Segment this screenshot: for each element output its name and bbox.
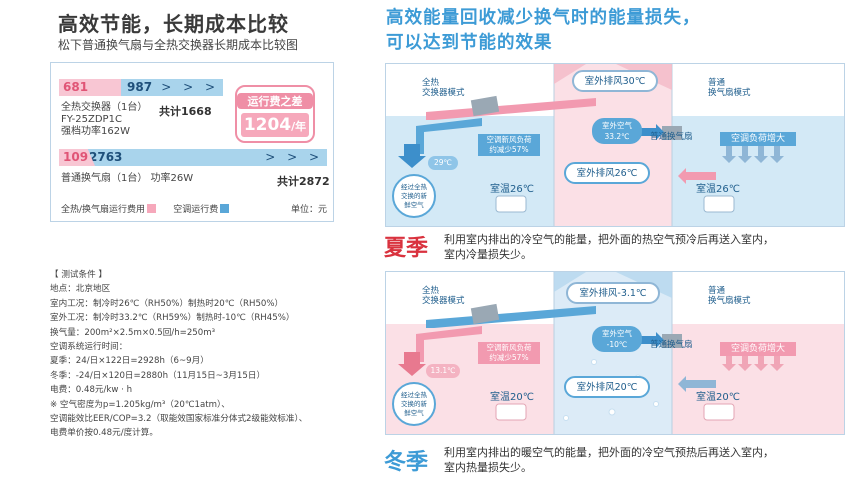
page-title: 高效节能，长期成本比较	[58, 12, 289, 36]
summer-fan-mode-label: 普通 换气扇模式	[708, 78, 751, 98]
test-condition-line: 换气量：200m²×2.5m×0.5回/h=250m³	[50, 327, 216, 338]
winter-ac-load-reduce: 空调新风负荷 约减少57%	[478, 342, 540, 364]
winter-room-temp-right: 室温20℃	[696, 392, 740, 403]
legend-fan-label: 全热/换气扇运行费用	[61, 205, 146, 215]
summer-indoor-exhaust-bubble: 室外排风26℃	[564, 162, 650, 184]
erv-model: FY-25ZDP1C	[61, 114, 122, 125]
erv-ac-cost-value: 987	[127, 80, 153, 94]
fan-ac-cost-segment: 2763	[83, 149, 327, 166]
winter-outdoor-exhaust-bubble: 室外排风-3.1℃	[566, 282, 660, 304]
fan-total: 共计2872	[277, 175, 330, 188]
test-condition-line: 电费：0.48元/kw · h	[50, 385, 133, 396]
legend-fan-swatch	[147, 204, 157, 213]
section-title: 高效能量回收减少换气时的能量损失， 可以达到节能的效果	[386, 6, 701, 56]
fan-fan-cost-value: 109	[63, 150, 89, 164]
summer-fan-label: 普通换气扇	[650, 132, 693, 142]
winter-season-label: 冬季	[384, 450, 429, 475]
winter-room-temp-left: 室温20℃	[490, 392, 534, 403]
winter-erv-mode-label: 全热 交换器模式	[422, 286, 465, 306]
fan-name: 普通换气扇（1台） 功率26W	[61, 173, 194, 184]
summer-fresh-air-circle: 经过全热 交换的新 鲜空气	[392, 174, 436, 218]
test-conditions: 【 测试条件 】 地点：北京地区 室内工况：制冷时26℃（RH50%）制热时20…	[50, 268, 307, 441]
summer-erv-mode-label: 全热 交换器模式	[422, 78, 465, 98]
winter-diagram: 全热 交换器模式 普通 换气扇模式 室外排风-3.1℃ 室外空气 -10℃ 空调…	[385, 271, 845, 435]
test-condition-line: 夏季：24/日×122日=2928h（6~9月）	[50, 356, 209, 367]
erv-power: 强档功率162W	[61, 126, 130, 137]
legend-ac-label: 空调运行费	[173, 205, 219, 215]
summer-room-temp-left: 室温26℃	[490, 184, 534, 195]
erv-fan-cost-segment: 681	[59, 79, 121, 96]
fan-cost-bar: 2763 109 > > >	[59, 149, 327, 166]
test-condition-line: 地点：北京地区	[50, 284, 111, 295]
cost-comparison-chart: 987 681 > > > 全热交换器（1台） FY-25ZDP1C 强档功率1…	[50, 62, 334, 222]
summer-air-temp: 29℃	[428, 156, 458, 170]
erv-name: 全热交换器（1台）	[61, 102, 148, 113]
winter-outdoor-air-bubble: 室外空气 -10℃	[592, 326, 642, 352]
test-condition-line: 【 测试条件 】	[50, 270, 108, 280]
chart-legend: 全热/换气扇运行费用 空调运行费	[61, 204, 230, 216]
winter-fresh-air-circle: 经过全热 交换的新 鲜空气	[392, 382, 436, 426]
test-condition-line: 室内工况：制冷时26℃（RH50%）制热时20℃（RH50%）	[50, 298, 284, 309]
test-condition-line: ※ 空气密度为p=1.205kg/m³（20℃1atm）、	[50, 399, 230, 410]
fan-bar-arrows: > > >	[265, 150, 323, 164]
summer-outdoor-exhaust-bubble: 室外排风30℃	[572, 70, 658, 92]
erv-bar-arrows: > > >	[161, 80, 219, 94]
erv-fan-cost-value: 681	[63, 80, 89, 94]
erv-ac-cost-segment: 987	[121, 79, 223, 96]
section-title-line2: 可以达到节能的效果	[386, 33, 553, 53]
page-subtitle: 松下普通换气扇与全热交换器长期成本比较图	[58, 38, 299, 52]
section-title-line1: 高效能量回收减少换气时的能量损失，	[386, 8, 701, 28]
winter-air-temp: 13.1℃	[426, 364, 460, 378]
winter-fan-label: 普通换气扇	[650, 340, 693, 350]
fan-fan-cost-segment: 109	[59, 149, 95, 166]
test-condition-line: 冬季：-24/日×120日=2880h（11月15日~3月15日）	[50, 370, 266, 381]
annual-difference-badge: 运行费之差 1204/年	[235, 85, 315, 143]
summer-room-temp-right: 室温26℃	[696, 184, 740, 195]
test-condition-line: 电费单价按0.48元/度计算。	[50, 428, 158, 439]
winter-fan-mode-label: 普通 换气扇模式	[708, 286, 751, 306]
summer-diagram: 全热 交换器模式 普通 换气扇模式 室外排风30℃ 室外空气 33.2℃ 空调新…	[385, 63, 845, 227]
legend-ac-swatch	[220, 204, 230, 213]
summer-ac-load-reduce: 空调新风负荷 约减少57%	[478, 134, 540, 156]
summer-description: 利用室内排出的冷空气的能量，把外面的热空气预冷后再送入室内， 室内冷量损失少。	[444, 233, 774, 261]
difference-label: 运行费之差	[237, 93, 313, 109]
test-condition-line: 室外工况：制冷时33.2℃（RH59%）制热时-10℃（RH45%）	[50, 313, 295, 324]
unit-label: 单位：元	[291, 205, 328, 215]
summer-ac-load-increase: 空调负荷增大	[720, 132, 796, 146]
fan-ac-cost-value: 2763	[89, 150, 123, 164]
winter-indoor-exhaust-bubble: 室外排风20℃	[564, 376, 650, 398]
erv-total: 共计1668	[159, 105, 212, 118]
summer-season-label: 夏季	[384, 236, 429, 261]
test-condition-line: 空调能效比EER/COP=3.2（取能效国家标准分体式2级能效标准）、	[50, 414, 308, 425]
summer-outdoor-air-bubble: 室外空气 33.2℃	[592, 118, 642, 144]
winter-ac-load-increase: 空调负荷增大	[720, 342, 796, 356]
erv-cost-bar: 987 681 > > >	[59, 79, 223, 96]
winter-description: 利用室内排出的暖空气的能量，把外面的冷空气预热后再送入室内， 室内热量损失少。	[444, 446, 774, 474]
difference-value: 1204/年	[241, 113, 309, 137]
test-condition-line: 空调系统运行时间：	[50, 342, 128, 353]
